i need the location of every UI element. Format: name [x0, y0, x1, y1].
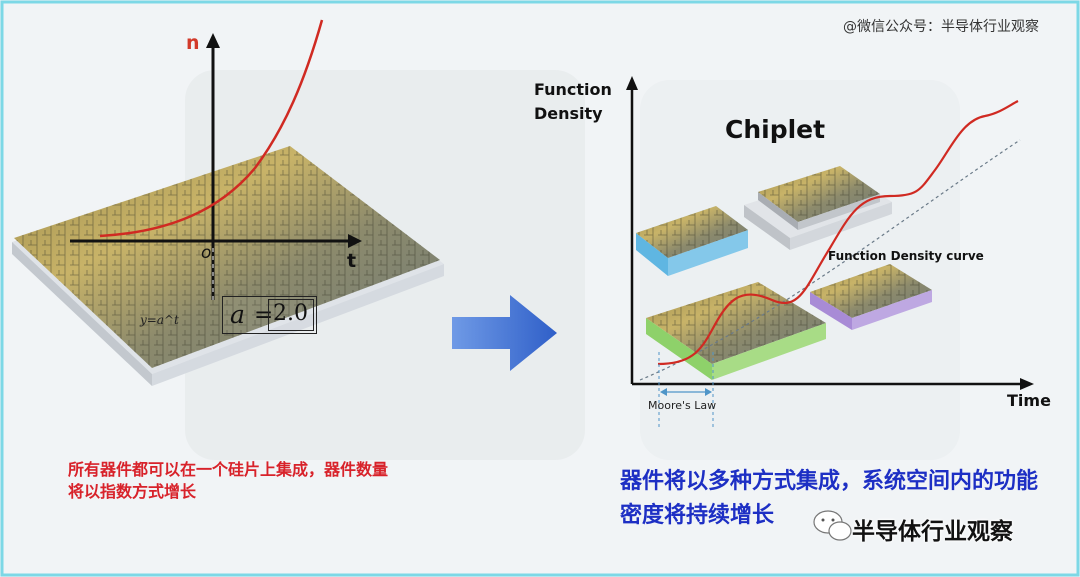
- top-watermark: @微信公众号：半导体行业观察: [843, 19, 1039, 35]
- moores-law-bracket: [658, 352, 714, 428]
- chip-purple: [810, 264, 932, 330]
- wechat-logo-icon: [813, 510, 852, 541]
- left-axis-y-label: n: [186, 32, 200, 54]
- transition-arrow: [452, 295, 557, 371]
- right-x-axis-title: Time: [1007, 391, 1051, 410]
- formula-value: 2.0: [273, 301, 308, 326]
- function-density-curve-label: Function Density curve: [828, 249, 984, 263]
- right-y-axis-title: Function Density: [534, 80, 612, 123]
- chiplet-title: Chiplet: [725, 115, 826, 144]
- right-caption: 器件将以多种方式集成，系统空间内的功能密度将持续增长: [620, 469, 1039, 528]
- chip-blue: [636, 206, 748, 276]
- exponential-curve: [99, 19, 324, 238]
- left-origin-label: o: [201, 243, 212, 263]
- left-wafer: [12, 146, 444, 386]
- left-axes: [70, 33, 362, 300]
- moores-law-label: Moore's Law: [648, 399, 717, 412]
- formula-box: [222, 296, 317, 334]
- formula-symbol: a: [230, 300, 245, 329]
- formula-small: y=a^t: [140, 313, 179, 327]
- chip-stacked-gray: [744, 166, 892, 250]
- left-axis-x-label: t: [347, 250, 357, 272]
- left-caption: 所有器件都可以在一个硅片上集成，器件数量将以指数方式增长: [68, 460, 389, 501]
- right-axes: [626, 76, 1034, 390]
- brand-overlay: 半导体行业观察: [852, 519, 1013, 545]
- formula-value-box: [268, 299, 314, 331]
- function-density-curve: [657, 100, 1019, 366]
